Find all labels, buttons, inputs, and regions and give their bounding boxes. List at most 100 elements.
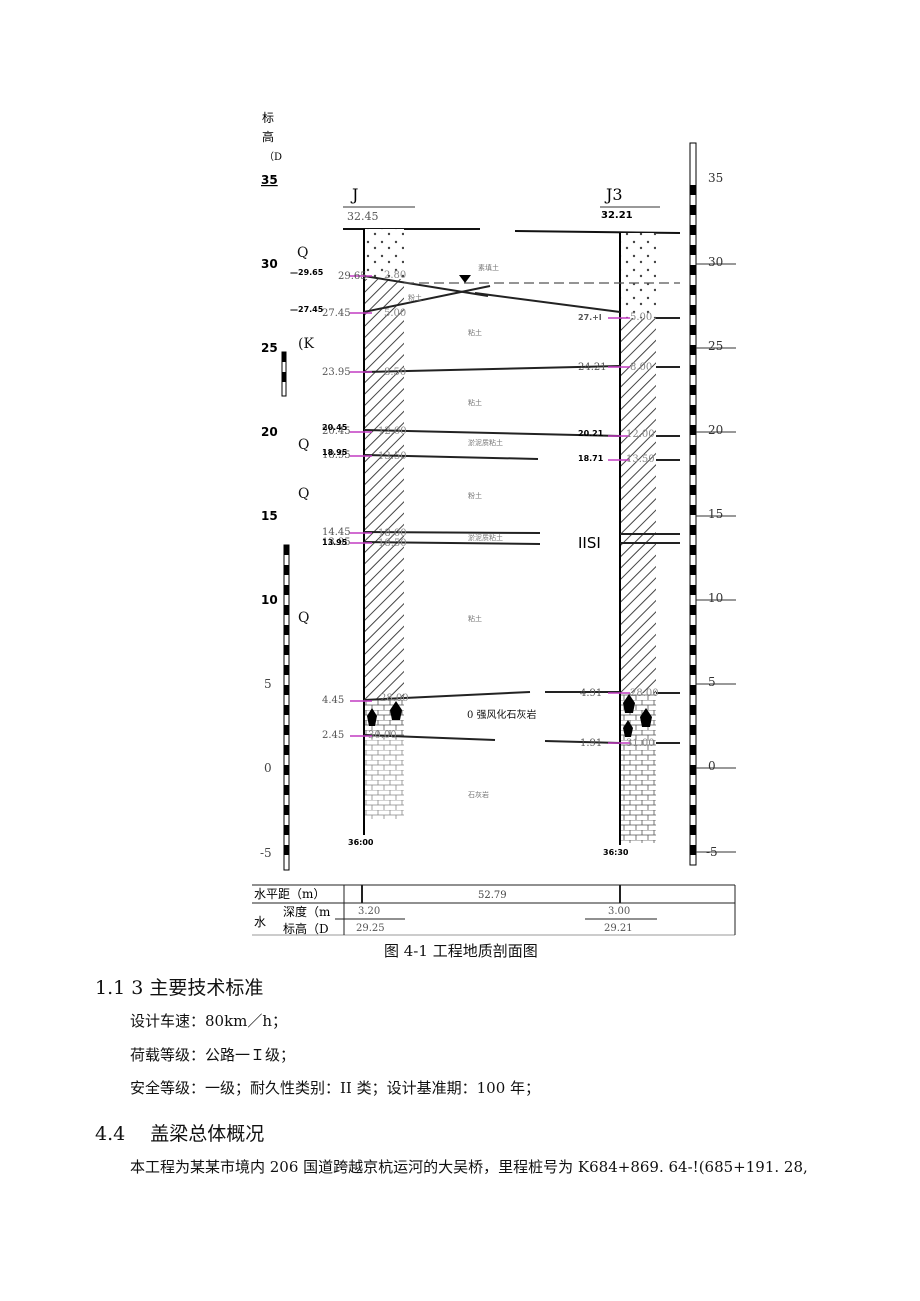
left-tick-neg5: -5: [260, 846, 272, 860]
left-depth-label: 18.50: [378, 538, 407, 549]
layer-label: 粘土: [468, 614, 482, 623]
scale-segment: [690, 685, 696, 695]
left-elev-label: 14.45: [322, 527, 351, 538]
scale-segment: [690, 585, 696, 595]
right-elev-label: 20.21: [578, 429, 604, 438]
left-elev-bold: 13.95: [322, 538, 348, 547]
right-depth-label: 5.00: [630, 312, 652, 323]
elev-axis-label-1: 标: [262, 111, 274, 125]
left-tick-30: 30: [261, 257, 278, 271]
right-elev-label: 18.71: [578, 454, 604, 463]
layer-boundaries: [363, 275, 680, 744]
table-elev-1: 29.25: [356, 923, 385, 934]
water-table-icon: [459, 275, 471, 283]
left-depth-label: 12.00: [378, 426, 407, 437]
left-elev-label: 13.95: [322, 537, 351, 548]
scale-segment: [284, 805, 289, 815]
right-depth-label: 13.50: [626, 454, 655, 465]
scale-segment: [284, 645, 289, 655]
right-depth-label: 12.00: [626, 429, 655, 440]
period-mark: Q: [298, 486, 309, 502]
layer-label: 粘土: [468, 328, 482, 337]
scale-segment: [690, 245, 696, 255]
layer-label-limestone-weathered: 0 强风化石灰岩: [467, 708, 537, 721]
left-tick-15: 15: [261, 509, 278, 523]
right-tick-0: 0: [708, 759, 716, 773]
borehole-2-bottom: 36:30: [603, 848, 629, 857]
scale-segment: [690, 665, 696, 675]
body-line: 荷载等级：公路一Ｉ级；: [130, 1046, 296, 1064]
scale-segment: [690, 565, 696, 575]
table-depth-2: 3.00: [608, 906, 630, 917]
left-elev-bold: 20.45: [322, 423, 348, 432]
left-elev-bold: —27.45: [290, 305, 324, 314]
right-tick-35: 35: [708, 171, 723, 185]
scale-segment: [690, 525, 696, 535]
table-side-label: 水: [254, 915, 266, 929]
left-depth-label: 2.80: [384, 270, 406, 281]
right-tick-10: 10: [708, 591, 723, 605]
period-mark: Q: [298, 437, 309, 453]
table-row2-label: 深度（m: [283, 904, 331, 919]
scale-segment: [284, 625, 289, 635]
left-tick-5: 5: [264, 677, 272, 691]
right-depth-label: 31.00: [626, 738, 655, 749]
scale-segment: [690, 505, 696, 515]
left-tick-25: 25: [261, 341, 278, 355]
borehole-2-name: J3: [604, 185, 623, 204]
scale-segment: [690, 705, 696, 715]
scale-segment: [284, 545, 289, 555]
scale-segment: [690, 345, 696, 355]
scale-segment: [690, 285, 696, 295]
scale-segment: [690, 205, 696, 215]
section-heading-capbeam-overview: 4.4 盖梁总体概况: [95, 1123, 265, 1145]
left-elev-label: 29.65: [338, 271, 367, 282]
right-elev-label: 27.+l: [578, 313, 602, 322]
layer-label: 粉土: [468, 491, 482, 500]
left-depth-label: 13.50: [378, 451, 407, 462]
scale-segment: [690, 325, 696, 335]
body-paragraph: 本工程为某某市境内 206 国道跨越京杭运河的大吴桥，里程桩号为 K684+86…: [130, 1158, 808, 1176]
borehole-2-column: [619, 233, 656, 845]
left-tick-35: 35: [261, 173, 278, 187]
scale-segment: [690, 765, 696, 775]
borehole-1-bottom: 36:00: [348, 838, 374, 847]
right-tick-neg5: -5: [706, 845, 718, 859]
scale-segment: [284, 665, 289, 675]
scale-segment: [690, 225, 696, 235]
scale-segment: [284, 685, 289, 695]
body-line: 设计车速：80km／h；: [130, 1012, 288, 1030]
scale-segment: [284, 565, 289, 575]
right-elev-label: 4.91: [580, 688, 602, 699]
layer-label: 石灰岩: [468, 790, 489, 799]
scale-segment: [284, 585, 289, 595]
scale-segment: [690, 405, 696, 415]
right-tick-30: 30: [708, 255, 723, 269]
layer-label: 粉土: [408, 293, 422, 302]
scale-segment: [284, 845, 289, 855]
left-elev-label: 4.45: [322, 695, 344, 706]
figure-caption: 图 4-1 工程地质剖面图: [384, 942, 538, 960]
scale-segment: [690, 385, 696, 395]
scale-segment: [690, 465, 696, 475]
scale-segment: [690, 185, 696, 195]
scale-segment: [284, 725, 289, 735]
scale-segment: [690, 545, 696, 555]
scale-segment: [284, 825, 289, 835]
scale-segment: [690, 485, 696, 495]
scale-segment: [690, 425, 696, 435]
scale-segment: [690, 265, 696, 275]
borehole-2-ground: 32.21: [601, 210, 633, 221]
right-tick-20: 20: [708, 423, 723, 437]
table-row1-label: 水平距（m）: [254, 887, 325, 901]
left-elev-label: 23.95: [322, 367, 351, 378]
borehole-1-name: J: [350, 185, 358, 204]
scale-segment: [284, 745, 289, 755]
left-elev-bold: —29.65: [290, 268, 324, 277]
scale-segment: [284, 705, 289, 715]
layer-label: 淤泥质粘土: [468, 533, 503, 542]
scale-segment: [690, 825, 696, 835]
scale-segment: [690, 725, 696, 735]
right-tick-15: 15: [708, 507, 723, 521]
right-depth-label: 28.00: [630, 688, 659, 699]
